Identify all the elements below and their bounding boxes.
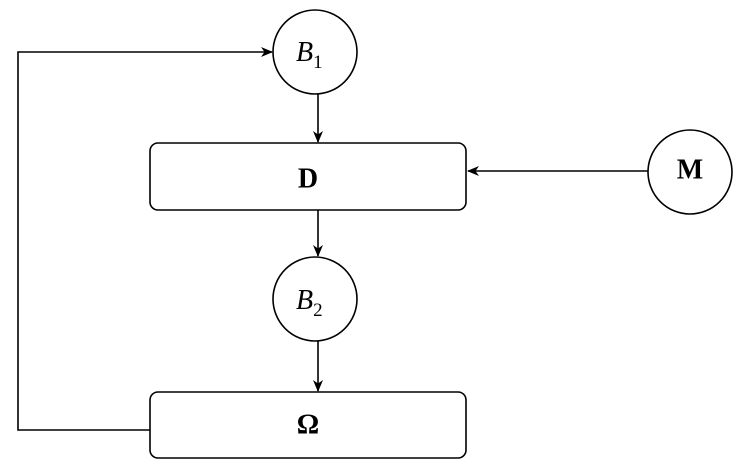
- node-b2-circle: [272, 256, 358, 342]
- node-omega-label: Ω: [297, 409, 319, 440]
- node-d: D: [149, 142, 467, 211]
- node-b1: B1: [272, 9, 358, 95]
- node-m-label: M: [677, 154, 703, 185]
- node-d-label: D: [298, 163, 318, 194]
- node-d-box: [149, 142, 467, 211]
- node-b2: B2: [272, 256, 358, 342]
- node-b1-subscript: 1: [313, 52, 323, 73]
- node-b1-label: B1: [296, 37, 323, 73]
- node-omega: Ω: [149, 391, 467, 459]
- node-m: M: [647, 129, 733, 215]
- node-m-circle: [647, 129, 733, 215]
- node-b1-circle: [272, 9, 358, 95]
- node-b2-label: B2: [296, 285, 323, 321]
- node-b2-base: B: [296, 285, 313, 316]
- node-omega-box: [149, 391, 467, 459]
- edge-omega-to-b1: [17, 47, 273, 431]
- node-b2-subscript: 2: [313, 300, 323, 321]
- node-b1-base: B: [296, 37, 313, 68]
